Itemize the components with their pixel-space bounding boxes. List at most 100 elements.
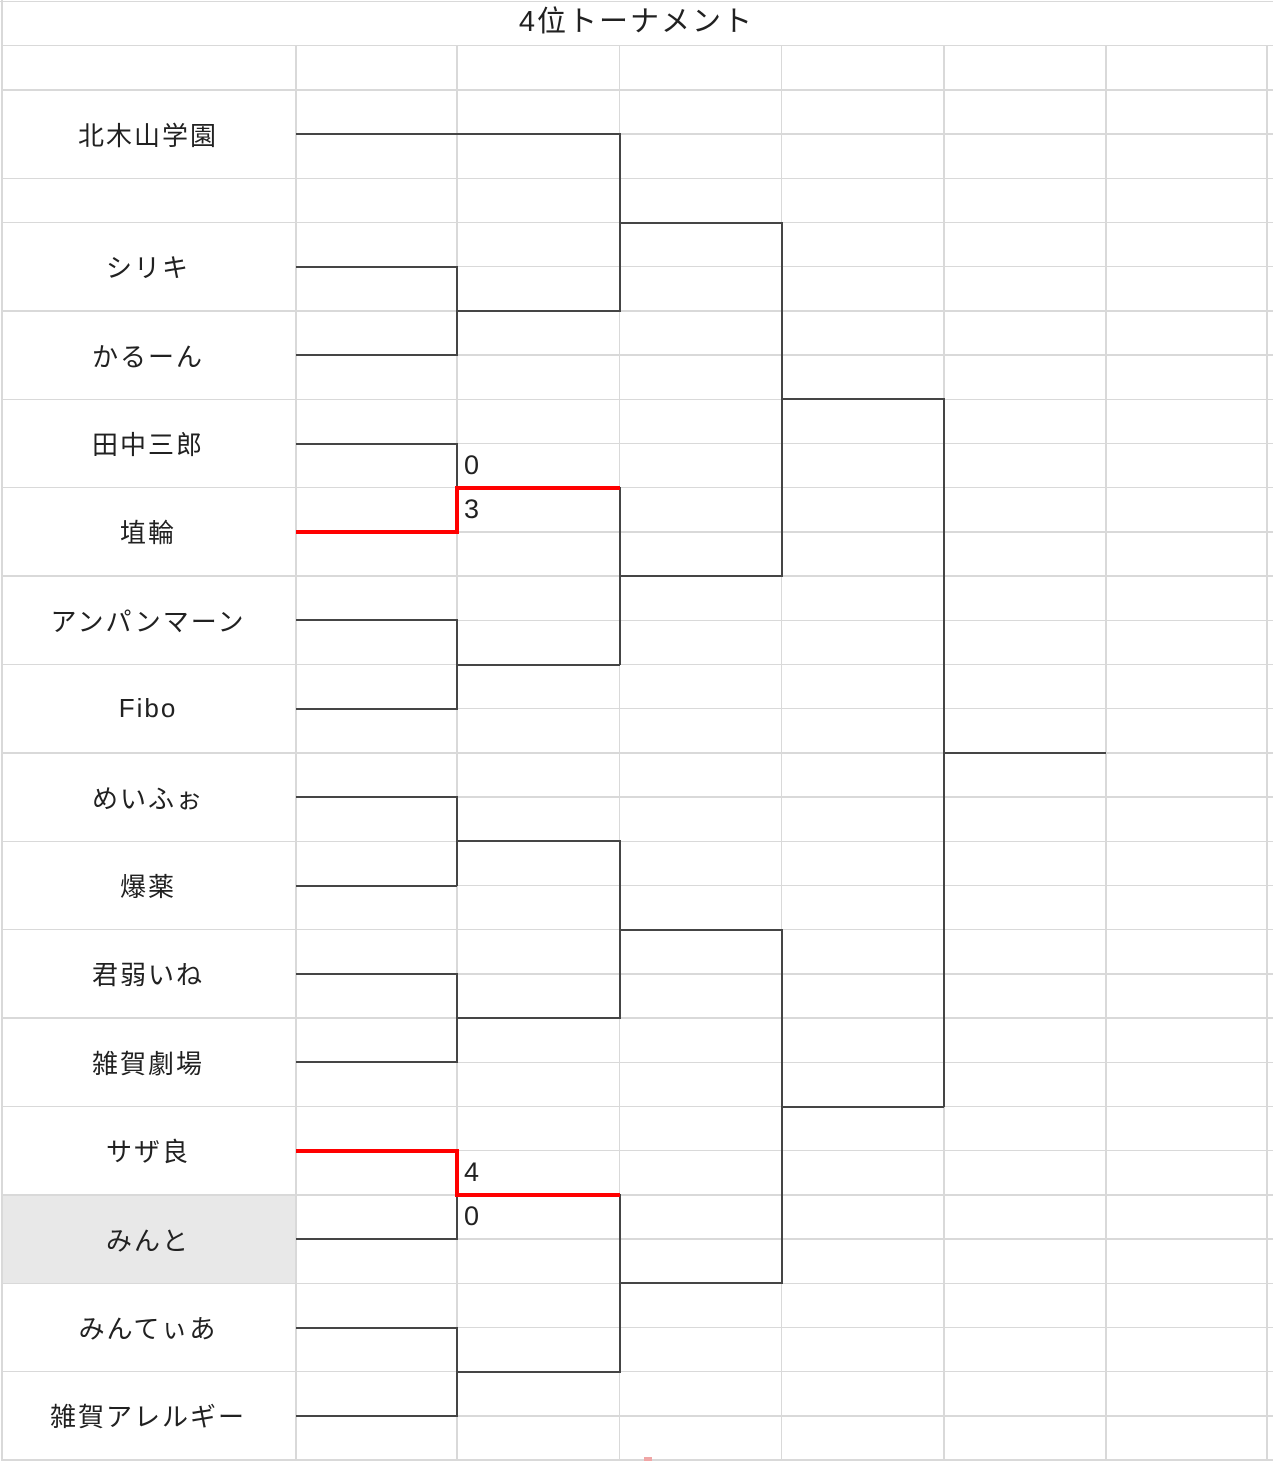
team-cell[interactable]: 君弱いね: [91, 960, 204, 991]
bracket-line: [296, 619, 457, 622]
bracket-line: [619, 928, 782, 931]
gridline: [296, 973, 1273, 975]
bracket-line: [781, 398, 944, 401]
gridline: [780, 44, 783, 1461]
bracket-line: [456, 1193, 458, 1241]
team-cell[interactable]: 田中三郎: [91, 430, 204, 460]
bracket-line: [296, 265, 457, 268]
bracket-line: [296, 133, 620, 136]
bracket-line: [618, 840, 621, 1020]
bracket-line: [296, 796, 457, 799]
team-cell[interactable]: 埴輪: [119, 518, 176, 549]
bracket-line: [457, 840, 620, 843]
bracket-line: [456, 265, 458, 357]
bracket-line: [457, 1017, 620, 1020]
team-cell[interactable]: かるーん: [91, 341, 204, 372]
team-cell[interactable]: みんてぃあ: [78, 1314, 218, 1344]
team-cell[interactable]: シリキ: [105, 253, 190, 284]
gridline: [296, 1326, 1273, 1329]
bracket-line: [618, 486, 621, 666]
gridline: [296, 133, 1273, 135]
bracket-line: [296, 972, 457, 975]
score-cell[interactable]: 3: [464, 494, 480, 525]
score-cell[interactable]: 0: [464, 450, 480, 481]
team-cell[interactable]: 爆薬: [119, 872, 176, 902]
bracket-line: [943, 398, 945, 1108]
gridline: [296, 619, 1273, 622]
bracket-line: [456, 442, 458, 489]
gridline: [0, 0, 1273, 3]
gridline: [2, 752, 1273, 754]
bracket-line: [457, 663, 620, 666]
highlighted-cell: [2, 1194, 296, 1284]
winner-line: [296, 1148, 457, 1153]
gridline: [296, 796, 1273, 798]
bracket-line: [780, 928, 783, 1285]
bracket-line: [296, 1238, 457, 1241]
bracket-line: [457, 1370, 620, 1373]
gridline: [2, 1370, 1273, 1373]
score-cell[interactable]: 4: [464, 1157, 480, 1188]
bracket-line: [456, 619, 458, 710]
gridline: [295, 44, 297, 1461]
bracket-line: [781, 1105, 944, 1108]
gridline: [2, 1459, 1273, 1461]
gridline: [2, 177, 1273, 180]
team-cell[interactable]: サザ良: [105, 1137, 190, 1168]
gridline: [2, 398, 1273, 401]
gridline: [2, 840, 1273, 843]
bracket-line: [296, 707, 457, 710]
winner-line: [457, 485, 620, 490]
bracket-line: [456, 1326, 458, 1417]
gridline: [2, 89, 1273, 91]
team-cell[interactable]: Fibo: [118, 693, 178, 724]
gridline: [2, 663, 1273, 666]
winner-line: [455, 485, 459, 534]
gridline: [1266, 44, 1268, 1461]
gridline: [2, 1105, 1273, 1108]
gridline: [1105, 44, 1107, 1461]
bracket-line: [618, 1193, 621, 1373]
bracket-line: [296, 1414, 457, 1417]
team-cell[interactable]: みんと: [105, 1225, 190, 1256]
bracket-line: [456, 796, 458, 887]
gridline: [2, 1194, 1273, 1196]
gridline: [296, 1415, 1273, 1417]
gridline: [296, 1238, 1273, 1240]
bracket-line: [619, 221, 782, 224]
gridline: [2, 44, 1273, 47]
gridline: [618, 44, 621, 1461]
gridline: [296, 531, 1273, 533]
team-cell[interactable]: 雑賀劇場: [91, 1048, 204, 1079]
gridline: [296, 442, 1273, 445]
gridline: [296, 1061, 1273, 1064]
gridline: [2, 486, 1273, 489]
team-cell[interactable]: 雑賀アレルギー: [49, 1402, 246, 1433]
gridline: [296, 265, 1273, 268]
bracket-line: [456, 972, 458, 1064]
bracket-line: [618, 133, 621, 312]
clipped-red-mark: [644, 1457, 652, 1461]
bracket-line: [457, 309, 620, 312]
bracket-line: [944, 751, 1106, 754]
bracket-line: [296, 354, 457, 357]
gridline: [2, 310, 1273, 312]
gridline: [296, 1149, 1273, 1152]
bracket-line: [619, 1282, 782, 1285]
bracket-line: [296, 1061, 457, 1064]
gridline: [456, 44, 458, 1461]
bracket-line: [296, 442, 457, 445]
team-cell[interactable]: 北木山学園: [77, 120, 218, 151]
winner-line: [457, 1192, 620, 1197]
tournament-title[interactable]: 4位トーナメント: [518, 6, 755, 38]
winner-line: [455, 1148, 459, 1197]
gridline: [2, 1017, 1273, 1019]
bracket-line: [296, 1326, 457, 1329]
gridline: [296, 707, 1273, 710]
score-cell[interactable]: 0: [464, 1201, 480, 1232]
team-cell[interactable]: めいふぉ: [91, 783, 204, 814]
bracket-line: [780, 221, 783, 578]
team-cell[interactable]: アンパンマーン: [50, 606, 246, 637]
gridline: [296, 354, 1273, 356]
